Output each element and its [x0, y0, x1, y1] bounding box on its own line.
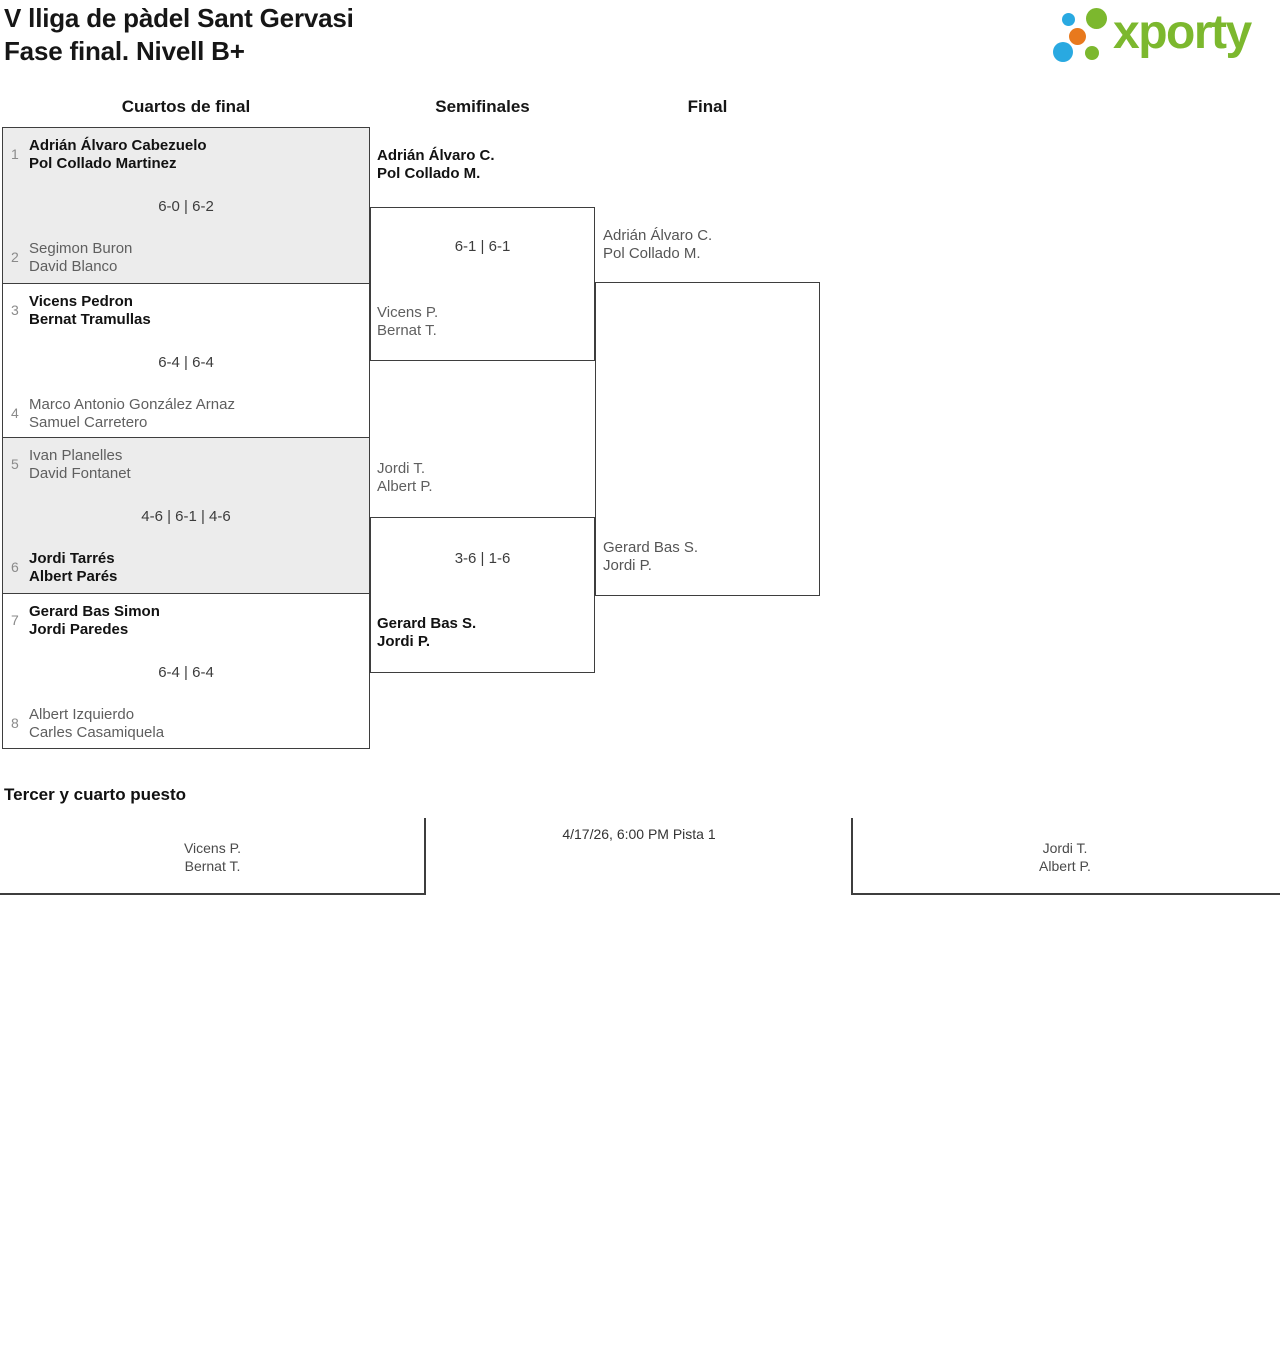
- qf-match-1: 1 Adrián Álvaro Cabezuelo Pol Collado Ma…: [2, 127, 370, 284]
- bracket-line: [851, 893, 1280, 895]
- player-name: Adrián Álvaro Cabezuelo: [29, 137, 207, 154]
- player-name: Pol Collado M.: [377, 165, 481, 182]
- final-match: [595, 282, 820, 596]
- player-name: Jordi T.: [1042, 840, 1088, 856]
- team-name: Marco Antonio González Arnaz Samuel Carr…: [29, 396, 235, 432]
- player-name: Ivan Planelles: [29, 447, 123, 464]
- match-score: 3-6 | 1-6: [454, 550, 511, 567]
- player-name: Albert Parés: [29, 568, 118, 585]
- logo-dot-green-small-icon: [1085, 46, 1099, 60]
- seed-label: 2: [11, 249, 19, 265]
- seed-label: 4: [11, 405, 19, 421]
- page-title-line2: Fase final. Nivell B+: [4, 36, 245, 66]
- player-name: Marco Antonio González Arnaz: [29, 396, 235, 413]
- player-name: David Blanco: [29, 258, 118, 275]
- seed-label: 1: [11, 146, 19, 162]
- third-place-team-left: Vicens P. Bernat T.: [0, 839, 425, 875]
- player-name: Albert P.: [377, 478, 433, 495]
- seed-label: 5: [11, 456, 19, 472]
- player-name: Gerard Bas Simon: [29, 603, 160, 620]
- seed-label: 3: [11, 302, 19, 318]
- team-name: Gerard Bas Simon Jordi Paredes: [29, 603, 160, 639]
- bracket-line: [851, 818, 853, 895]
- player-name: Albert P.: [1039, 858, 1091, 874]
- player-name: Adrián Álvaro C.: [377, 147, 495, 164]
- sf1-team-bottom: Vicens P. Bernat T.: [377, 304, 438, 340]
- player-name: Jordi P.: [377, 633, 431, 650]
- logo-dot-green-large-icon: [1086, 8, 1107, 29]
- team-name: Segimon Buron David Blanco: [29, 240, 132, 276]
- match-schedule: 4/17/26, 6:00 PM Pista 1: [562, 826, 716, 842]
- player-name: Gerard Bas S.: [377, 615, 477, 632]
- seed-label: 8: [11, 715, 19, 731]
- match-score: 6-1 | 6-1: [454, 238, 511, 255]
- player-name: Jordi Paredes: [29, 621, 129, 638]
- player-name: Bernat T.: [184, 858, 241, 874]
- player-name: Vicens P.: [377, 304, 439, 321]
- player-name: Adrián Álvaro C.: [603, 227, 713, 244]
- player-name: Pol Collado Martinez: [29, 155, 177, 172]
- player-name: Vicens Pedron: [29, 293, 133, 310]
- column-header-semifinals: Semifinales: [435, 97, 530, 116]
- player-name: Jordi P.: [603, 557, 652, 574]
- final-team-top: Adrián Álvaro C. Pol Collado M.: [603, 227, 712, 263]
- player-name: Vicens P.: [183, 840, 242, 856]
- logo-dot-blue-small-icon: [1062, 13, 1075, 26]
- player-name: Segimon Buron: [29, 240, 133, 257]
- page-title-line1: V lliga de pàdel Sant Gervasi: [4, 3, 354, 33]
- sf-match-2: 3-6 | 1-6: [370, 517, 595, 673]
- page-title: V lliga de pàdel Sant Gervasi Fase final…: [4, 2, 354, 68]
- qf-match-3: 5 Ivan Planelles David Fontanet 4-6 | 6-…: [2, 437, 370, 594]
- match-score: 4-6 | 6-1 | 4-6: [141, 508, 231, 525]
- sf2-team-bottom: Gerard Bas S. Jordi P.: [377, 615, 476, 651]
- team-name: Adrián Álvaro Cabezuelo Pol Collado Mart…: [29, 137, 207, 173]
- third-place-heading: Tercer y cuarto puesto: [4, 785, 187, 804]
- player-name: Bernat T.: [377, 322, 437, 339]
- player-name: Bernat Tramullas: [29, 311, 151, 328]
- xporty-logo-text: xporty: [1113, 6, 1252, 59]
- third-place-team-right: Jordi T. Albert P.: [852, 839, 1278, 875]
- player-name: Gerard Bas S.: [603, 539, 699, 556]
- xporty-logo[interactable]: xporty: [1045, 0, 1280, 70]
- sf1-team-top: Adrián Álvaro C. Pol Collado M.: [377, 147, 495, 183]
- player-name: Jordi Tarrés: [29, 550, 115, 567]
- column-header-quarterfinals: Cuartos de final: [121, 97, 251, 116]
- team-name: Albert Izquierdo Carles Casamiquela: [29, 706, 164, 742]
- player-name: Carles Casamiquela: [29, 724, 165, 741]
- logo-dot-blue-large-icon: [1053, 42, 1073, 62]
- team-name: Vicens Pedron Bernat Tramullas: [29, 293, 151, 329]
- logo-dot-orange-icon: [1069, 28, 1086, 45]
- team-name: Ivan Planelles David Fontanet: [29, 447, 131, 483]
- qf-match-4: 7 Gerard Bas Simon Jordi Paredes 6-4 | 6…: [2, 593, 370, 749]
- player-name: David Fontanet: [29, 465, 131, 482]
- bracket-line: [0, 893, 426, 895]
- player-name: Pol Collado M.: [603, 245, 701, 262]
- qf-match-2: 3 Vicens Pedron Bernat Tramullas 6-4 | 6…: [2, 283, 370, 438]
- column-header-final: Final: [687, 97, 728, 116]
- match-score: 6-4 | 6-4: [158, 354, 214, 371]
- seed-label: 6: [11, 559, 19, 575]
- player-name: Albert Izquierdo: [29, 706, 135, 723]
- sf-match-1: 6-1 | 6-1: [370, 207, 595, 361]
- bracket-line: [424, 818, 426, 895]
- player-name: Samuel Carretero: [29, 414, 148, 431]
- seed-label: 7: [11, 612, 19, 628]
- sf2-team-top: Jordi T. Albert P.: [377, 460, 433, 496]
- player-name: Jordi T.: [377, 460, 426, 477]
- match-score: 6-4 | 6-4: [158, 664, 214, 681]
- team-name: Jordi Tarrés Albert Parés: [29, 550, 117, 586]
- match-score: 6-0 | 6-2: [158, 198, 214, 215]
- final-team-bottom: Gerard Bas S. Jordi P.: [603, 539, 698, 575]
